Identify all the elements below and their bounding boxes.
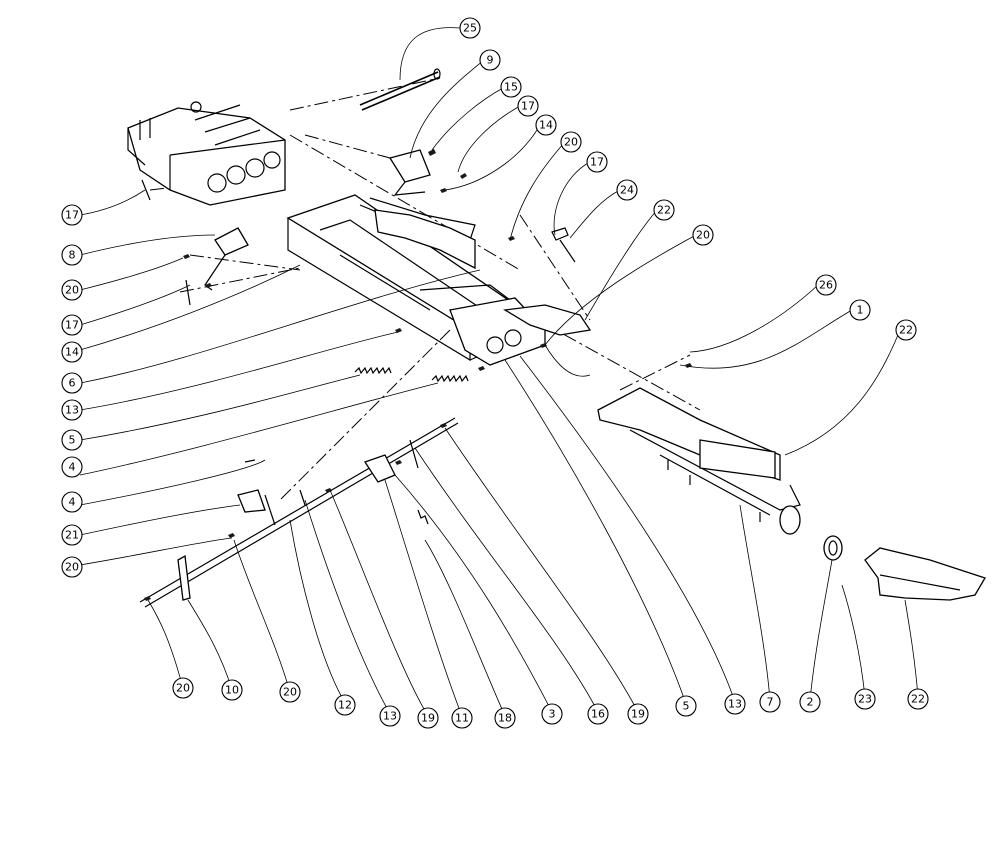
callout-13: 13 [724, 693, 746, 715]
callout-label: 15 [504, 81, 518, 94]
callout-22: 22 [907, 688, 929, 710]
callout-5: 5 [61, 429, 83, 451]
callout-15: 15 [500, 76, 522, 98]
callout-13: 13 [61, 399, 83, 421]
extension-arm [597, 387, 801, 535]
callout-24: 24 [616, 179, 638, 201]
callout-25: 25 [459, 17, 481, 39]
callout-label: 13 [728, 698, 742, 711]
callout-19: 19 [627, 703, 649, 725]
callout-label: 20 [696, 229, 710, 242]
callout-14: 14 [61, 341, 83, 363]
callout-label: 16 [591, 708, 605, 721]
callout-14: 14 [535, 114, 557, 136]
callout-22: 22 [895, 319, 917, 341]
callout-label: 20 [176, 682, 190, 695]
callout-2: 2 [799, 691, 821, 713]
callout-label: 5 [69, 434, 76, 447]
callout-5: 5 [675, 695, 697, 717]
callout-label: 10 [225, 684, 239, 697]
callout-label: 23 [858, 693, 872, 706]
upper-wing-plate [374, 209, 592, 336]
callout-18: 18 [494, 707, 516, 729]
callout-label: 20 [65, 561, 79, 574]
callout-label: 13 [65, 404, 79, 417]
callout-label: 13 [383, 710, 397, 723]
callout-4: 4 [61, 491, 83, 513]
callout-label: 20 [65, 284, 79, 297]
callout-11: 11 [451, 707, 473, 729]
callout-17: 17 [61, 314, 83, 336]
callout-label: 22 [899, 324, 913, 337]
callout-label: 17 [65, 319, 79, 332]
callout-20: 20 [172, 677, 194, 699]
callout-label: 19 [421, 712, 435, 725]
callout-10: 10 [221, 679, 243, 701]
callout-20: 20 [692, 224, 714, 246]
crank-arms [204, 149, 431, 291]
callout-label: 12 [338, 699, 352, 712]
callout-23: 23 [854, 688, 876, 710]
callout-label: 20 [564, 136, 578, 149]
callout-label: 26 [819, 279, 833, 292]
callout-12: 12 [334, 694, 356, 716]
callout-4: 4 [61, 456, 83, 478]
callout-label: 17 [521, 100, 535, 113]
callout-7: 7 [759, 691, 781, 713]
callout-label: 20 [283, 686, 297, 699]
main-frame-housing [127, 101, 286, 206]
callout-label: 4 [69, 496, 76, 509]
callout-label: 17 [590, 156, 604, 169]
callout-label: 2 [807, 696, 814, 709]
callout-17: 17 [586, 151, 608, 173]
callout-label: 4 [69, 461, 76, 474]
callout-21: 21 [61, 524, 83, 546]
callout-label: 19 [631, 708, 645, 721]
callout-label: 11 [455, 712, 469, 725]
linkage-assembly [139, 417, 459, 608]
callout-label: 25 [463, 22, 477, 35]
callout-label: 8 [69, 249, 76, 262]
callout-8: 8 [61, 244, 83, 266]
callout-label: 9 [487, 54, 494, 67]
callout-17: 17 [61, 204, 83, 226]
callout-label: 14 [65, 346, 79, 359]
callout-20: 20 [560, 131, 582, 153]
springs [354, 366, 469, 383]
callout-20: 20 [279, 681, 301, 703]
callout-label: 21 [65, 529, 79, 542]
callout-26: 26 [815, 274, 837, 296]
callout-label: 22 [657, 204, 671, 217]
callout-20: 20 [61, 279, 83, 301]
callout-19: 19 [417, 707, 439, 729]
callout-label: 22 [911, 693, 925, 706]
lower-curved-plate [823, 535, 986, 601]
callout-label: 7 [767, 696, 774, 709]
callout-label: 1 [857, 304, 864, 317]
lifting-rod [359, 68, 441, 111]
callout-1: 1 [849, 299, 871, 321]
callout-label: 14 [539, 119, 553, 132]
callout-label: 24 [620, 184, 634, 197]
callout-3: 3 [541, 703, 563, 725]
fasteners [141, 149, 692, 371]
callout-9: 9 [479, 49, 501, 71]
callout-label: 3 [549, 708, 556, 721]
callout-label: 18 [498, 712, 512, 725]
callout-17: 17 [517, 95, 539, 117]
callout-6: 6 [61, 372, 83, 394]
callout-label: 6 [69, 377, 76, 390]
callout-label: 5 [683, 700, 690, 713]
callout-20: 20 [61, 556, 83, 578]
leader-lines [79, 27, 919, 717]
callout-label: 17 [65, 209, 79, 222]
callout-22: 22 [653, 199, 675, 221]
callout-13: 13 [379, 705, 401, 727]
callout-16: 16 [587, 703, 609, 725]
